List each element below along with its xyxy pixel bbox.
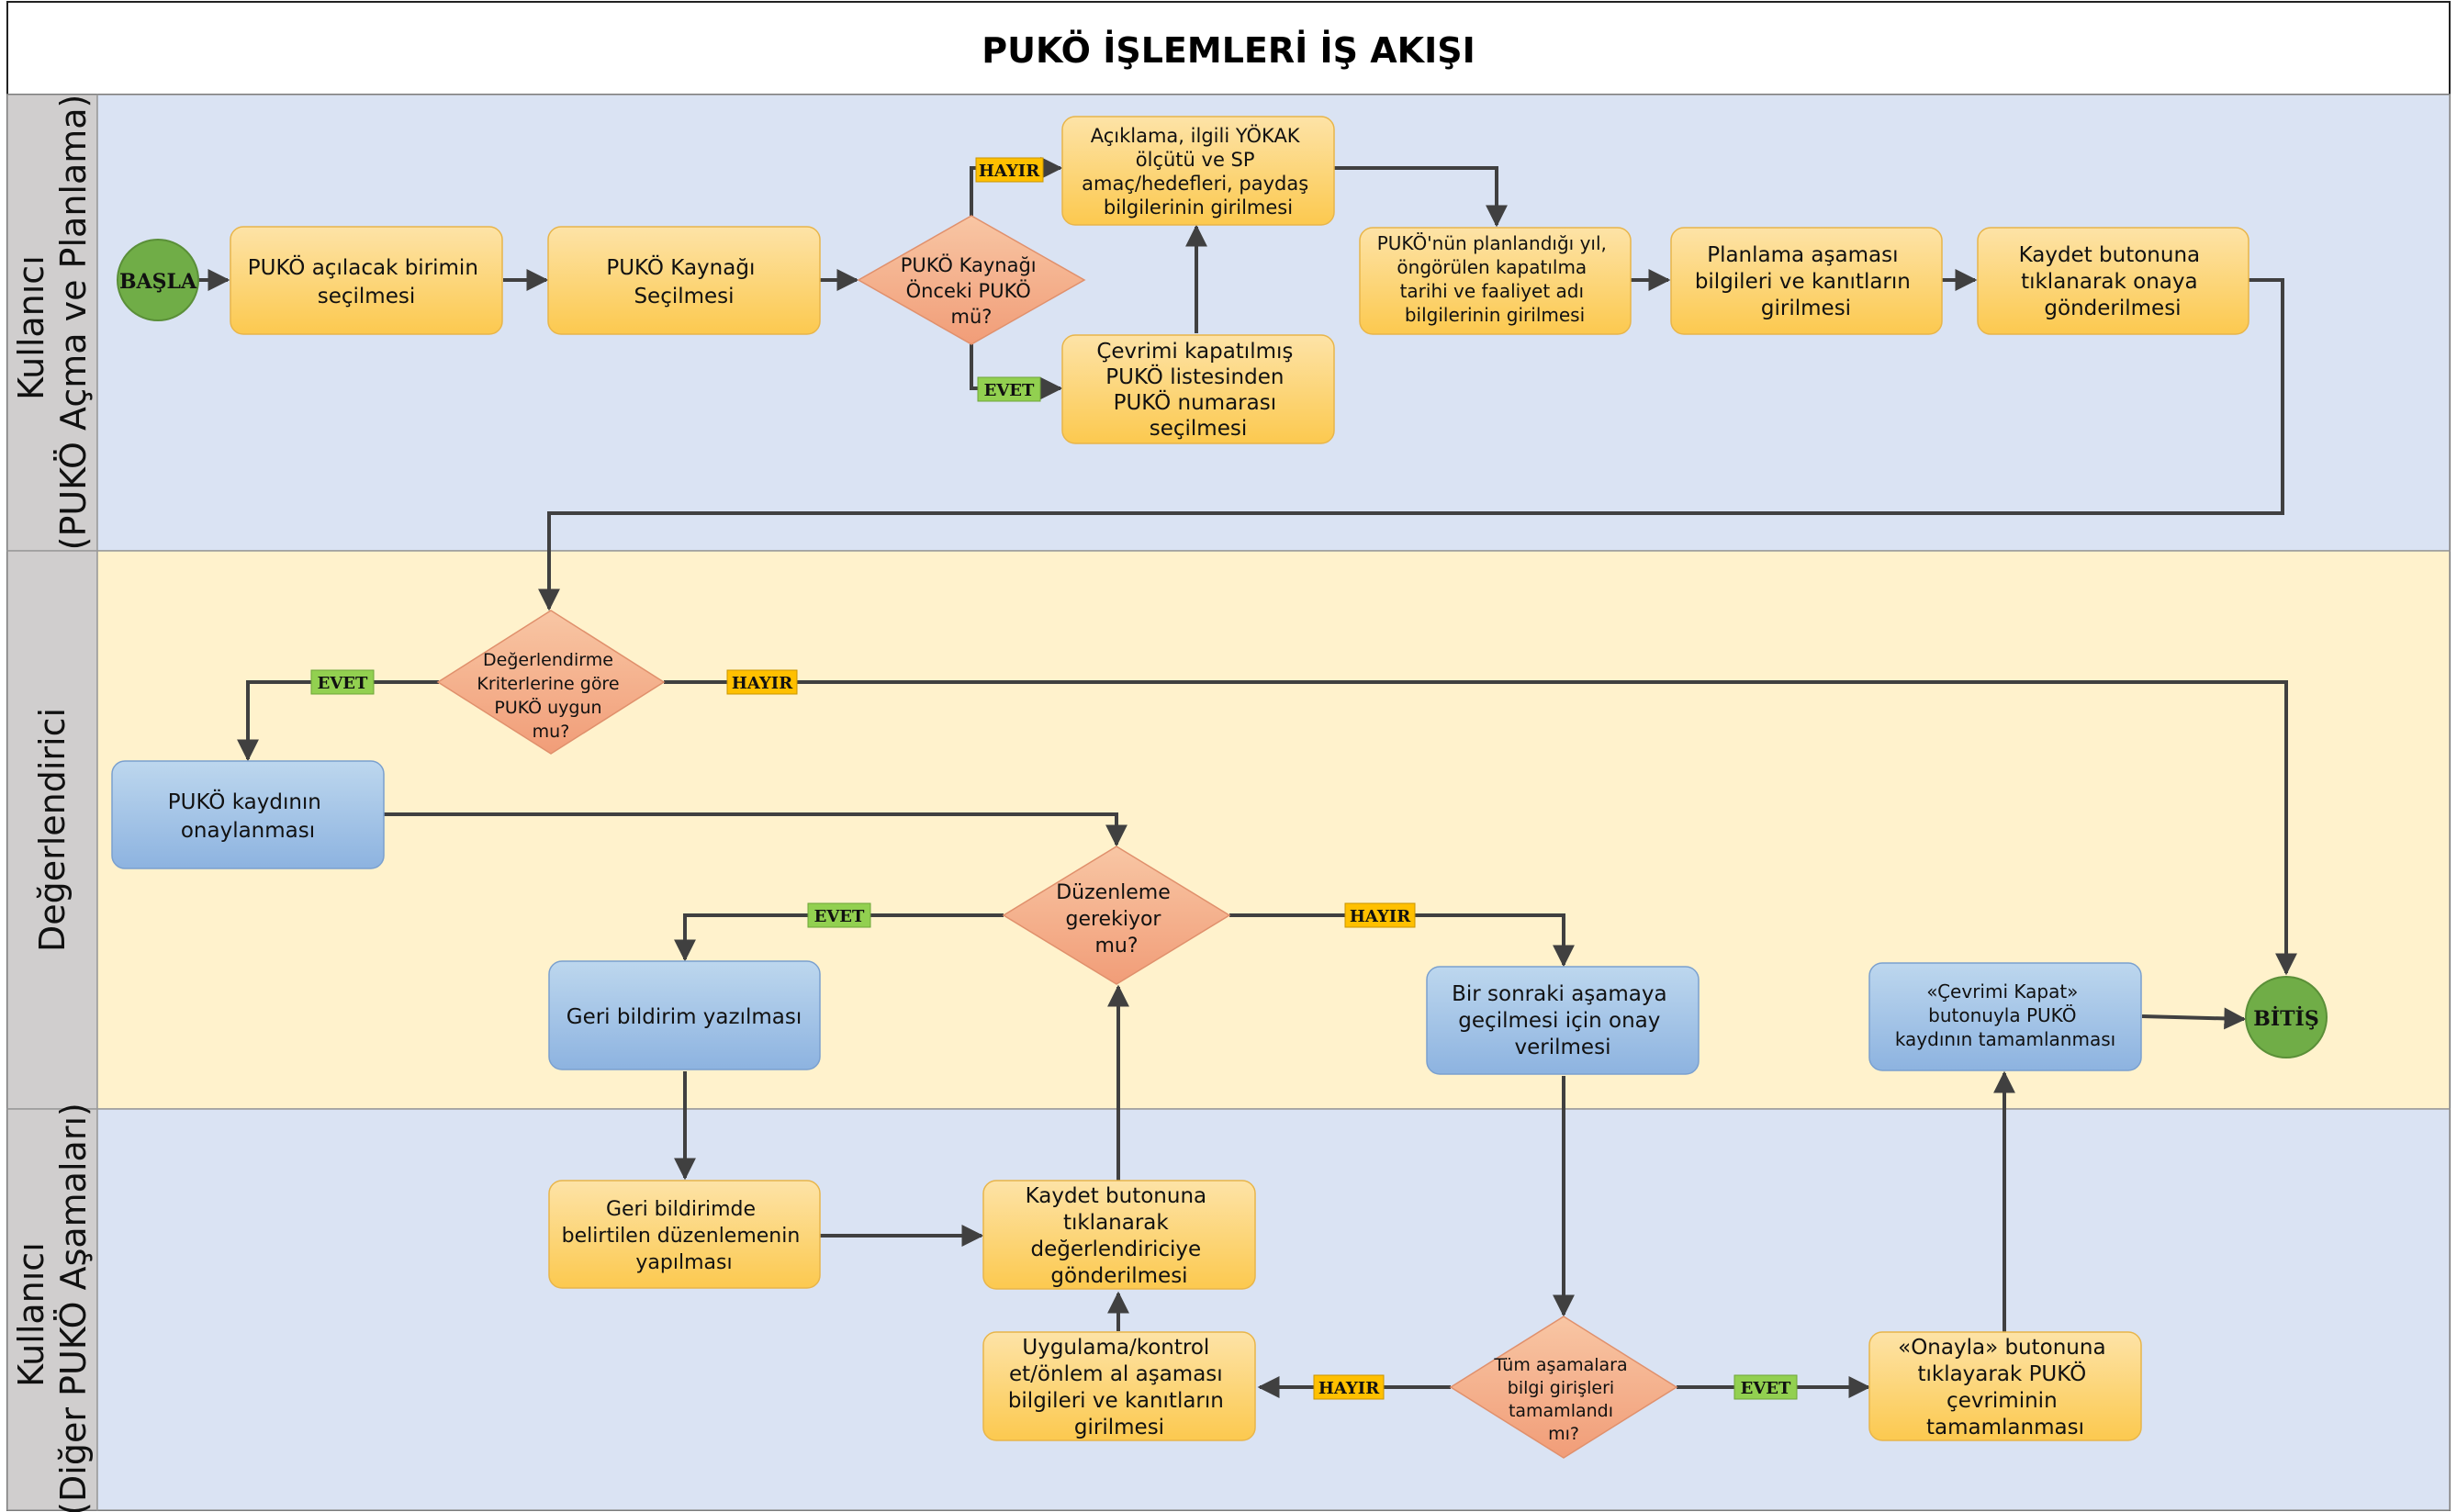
svg-text:«Onayla» butonuna tıklay: «Onayla» butonuna tıklayarak PUKÖ çevrim…: [1898, 1336, 2113, 1439]
svg-text:Tüm aşamalara bilgi giri: Tüm aşamalara bilgi girişleri tamamlandı…: [1493, 1355, 1632, 1444]
lane-label-line: Kullanıcı: [11, 1242, 51, 1387]
tag-no: HAYIR: [975, 157, 1044, 183]
svg-text:Geri bildirim yazılması: Geri bildirim yazılması: [567, 1005, 802, 1029]
edge-d2-end-no: [664, 680, 2297, 976]
lane-label-line: (PUKÖ Açma ve Planlama): [53, 95, 94, 551]
diagram-title: PUKÖ İŞLEMLERİ İŞ AKIŞI: [982, 30, 1475, 71]
svg-text:Çevrimi kapatılmış PUKÖ: Çevrimi kapatılmış PUKÖ listesinden PUKÖ…: [1096, 340, 1299, 441]
svg-text:Kullanıcı (Diğer PUKÖ Aş: Kullanıcı (Diğer PUKÖ Aşamaları): [11, 1103, 94, 1512]
end-terminal: BİTİŞ: [2245, 976, 2328, 1058]
edge-d2-b1-yes: [237, 680, 439, 762]
svg-text:EVET: EVET: [814, 907, 865, 926]
svg-text:HAYIR: HAYIR: [979, 162, 1040, 181]
svg-text:BAŞLA: BAŞLA: [119, 270, 197, 294]
lane-label-line: Kullanıcı: [11, 255, 51, 400]
swimlane-other-stages: Kullanıcı (Diğer PUKÖ Aşamaları): [6, 1103, 2451, 1512]
svg-text:PUKÖ Kaynağı Seçilmesi: PUKÖ Kaynağı Seçilmesi: [606, 254, 761, 308]
svg-text:Planlama aşaması bilgile: Planlama aşaması bilgileri ve kanıtların…: [1695, 243, 1917, 320]
svg-text:PUKÖ açılacak birimin se: PUKÖ açılacak birimin seçilmesi: [248, 254, 485, 308]
decision-previous-puko: PUKÖ Kaynağı Önceki PUKÖ mü?: [857, 215, 1086, 345]
edge-t3-t5: [1334, 166, 1508, 228]
task-select-unit: PUKÖ açılacak birimin seçilmesi: [230, 226, 503, 335]
decision-all-stages-done: Tüm aşamalara bilgi girişleri tamamlandı…: [1449, 1316, 1678, 1459]
decision-criteria: Değerlendirme Kriterlerine göre PUKÖ uyg…: [436, 610, 666, 755]
svg-text:Geri bildirimde belirtil: Geri bildirimde belirtilen düzenlemenin …: [562, 1198, 807, 1274]
task-enter-description: Açıklama, ilgili YÖKAK ölçütü ve SP amaç…: [1061, 116, 1335, 226]
edge-d3-b3-no: [1229, 913, 1575, 968]
task-apply-feedback: Geri bildirimde belirtilen düzenlemenin …: [548, 1180, 821, 1289]
lane-label-line: Değerlendirici: [32, 708, 73, 952]
task-select-closed-puko: Çevrimi kapatılmış PUKÖ listesinden PUKÖ…: [1061, 334, 1335, 444]
tag-yes: EVET: [1733, 1374, 1798, 1400]
edge-t7-d2: [538, 278, 2284, 611]
svg-text:Bir sonraki aşamaya geçi: Bir sonraki aşamaya geçilmesi için onay …: [1452, 982, 1674, 1059]
svg-text:EVET: EVET: [984, 381, 1035, 400]
svg-text:HAYIR: HAYIR: [732, 674, 793, 693]
task-write-feedback: Geri bildirim yazılması: [548, 960, 821, 1070]
svg-text:Düzenleme gerekiyor: Düzenleme gerekiyor mu?: [1056, 881, 1177, 958]
svg-text:PUKÖ'nün planlandığı yıl,: PUKÖ'nün planlandığı yıl, öngörülen kapa…: [1377, 232, 1613, 326]
svg-text:HAYIR: HAYIR: [1350, 907, 1411, 926]
svg-text:PUKÖ kaydının onaylanmas: PUKÖ kaydının onaylanması: [168, 789, 328, 843]
svg-text:Değerlendirme Kriterleri: Değerlendirme Kriterlerine göre PUKÖ uyg…: [477, 650, 624, 742]
svg-text:Açıklama, ilgili YÖKAK ö: Açıklama, ilgili YÖKAK ölçütü ve SP amaç…: [1082, 124, 1315, 218]
svg-text:«Çevrimi Kapat» butonuyl: «Çevrimi Kapat» butonuyla PUKÖ kaydının …: [1895, 980, 2115, 1050]
task-approve-record: PUKÖ kaydının onaylanması: [111, 760, 385, 869]
task-approve-cycle: «Onayla» butonuna tıklayarak PUKÖ çevrim…: [1868, 1331, 2142, 1441]
svg-text:HAYIR: HAYIR: [1318, 1379, 1380, 1398]
task-select-source: PUKÖ Kaynağı Seçilmesi: [547, 226, 821, 335]
svg-text:Uygulama/kontrol et/önle: Uygulama/kontrol et/önlem al aşaması bil…: [1008, 1336, 1230, 1439]
svg-text:EVET: EVET: [318, 674, 368, 693]
task-close-cycle: «Çevrimi Kapat» butonuyla PUKÖ kaydının …: [1868, 962, 2142, 1071]
edge-b1-d3: [384, 812, 1128, 847]
task-approve-next-stage: Bir sonraki aşamaya geçilmesi için onay …: [1426, 966, 1700, 1075]
task-enter-plan-dates: PUKÖ'nün planlandığı yıl, öngörülen kapa…: [1359, 227, 1632, 335]
edge-d3-b2-yes: [674, 913, 1004, 962]
svg-text:Kullanıcı (PUKÖ Açma ve: Kullanıcı (PUKÖ Açma ve Planlama): [11, 95, 94, 551]
svg-text:EVET: EVET: [1741, 1379, 1791, 1398]
tag-yes: EVET: [977, 376, 1041, 402]
task-save-submit: Kaydet butonuna tıklanarak onaya gönderi…: [1977, 227, 2249, 335]
task-enter-plan-evidence: Planlama aşaması bilgileri ve kanıtların…: [1670, 227, 1943, 335]
lane-label-line: (Diğer PUKÖ Aşamaları): [53, 1103, 94, 1512]
task-enter-do-check-act: Uygulama/kontrol et/önlem al aşaması bil…: [982, 1331, 1256, 1441]
tag-yes: EVET: [310, 669, 375, 695]
svg-text:BİTİŞ: BİTİŞ: [2253, 1005, 2318, 1031]
svg-text:Değerlendirici: Değerlendirici: [32, 708, 73, 952]
edge-b4-end: [2141, 1007, 2247, 1030]
svg-text:Kaydet butonuna tıklanar: Kaydet butonuna tıklanarak onaya gönderi…: [2019, 243, 2207, 320]
tag-yes: EVET: [807, 902, 871, 928]
tag-no: HAYIR: [1313, 1374, 1385, 1400]
tag-no: HAYIR: [726, 669, 798, 695]
svg-text:Kaydet butonuna tıklanar: Kaydet butonuna tıklanarak değerlendiric…: [1026, 1184, 1214, 1288]
start-terminal: BAŞLA: [117, 239, 199, 321]
decision-edit-needed: Düzenleme gerekiyor mu?: [1002, 846, 1231, 985]
task-save-to-evaluator: Kaydet butonuna tıklanarak değerlendiric…: [982, 1180, 1256, 1290]
svg-text:PUKÖ Kaynağı Önceki PUKÖ: PUKÖ Kaynağı Önceki PUKÖ mü?: [901, 253, 1043, 328]
tag-no: HAYIR: [1344, 902, 1416, 928]
